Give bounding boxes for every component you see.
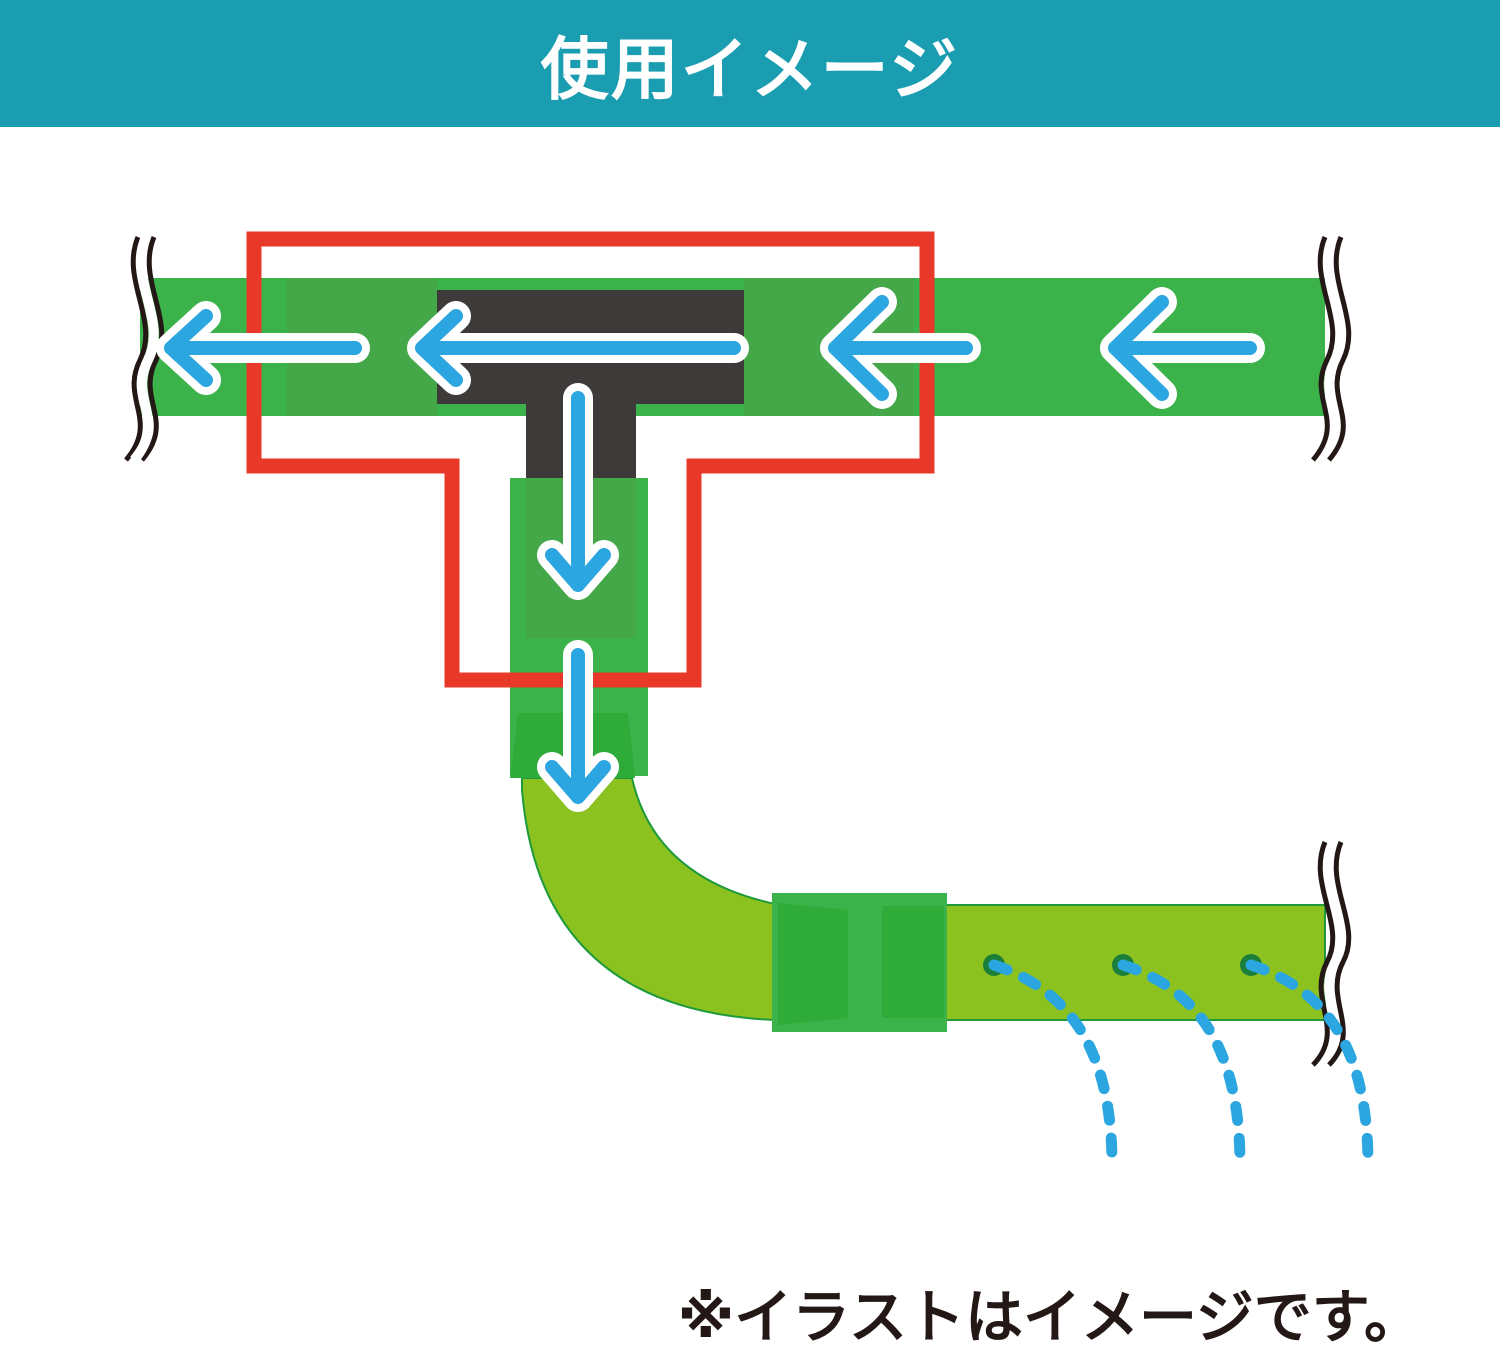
break-line-icon <box>124 236 165 462</box>
hose-coupler-left <box>778 903 848 1025</box>
illustration-note: ※イラストはイメージです。 <box>677 1283 1422 1351</box>
hose-coupler-right <box>882 906 944 1018</box>
break-line-icon <box>1311 235 1352 464</box>
usage-diagram <box>0 127 1500 1287</box>
arrow-icon <box>156 287 1265 812</box>
highlight-frame <box>246 231 935 688</box>
pipe-diagram-svg <box>124 231 1374 1164</box>
water-drop-line-icon <box>988 959 1374 1164</box>
break-line-icon <box>130 235 159 464</box>
header-bar: 使用イメージ <box>0 0 1500 127</box>
page-title: 使用イメージ <box>540 31 960 110</box>
